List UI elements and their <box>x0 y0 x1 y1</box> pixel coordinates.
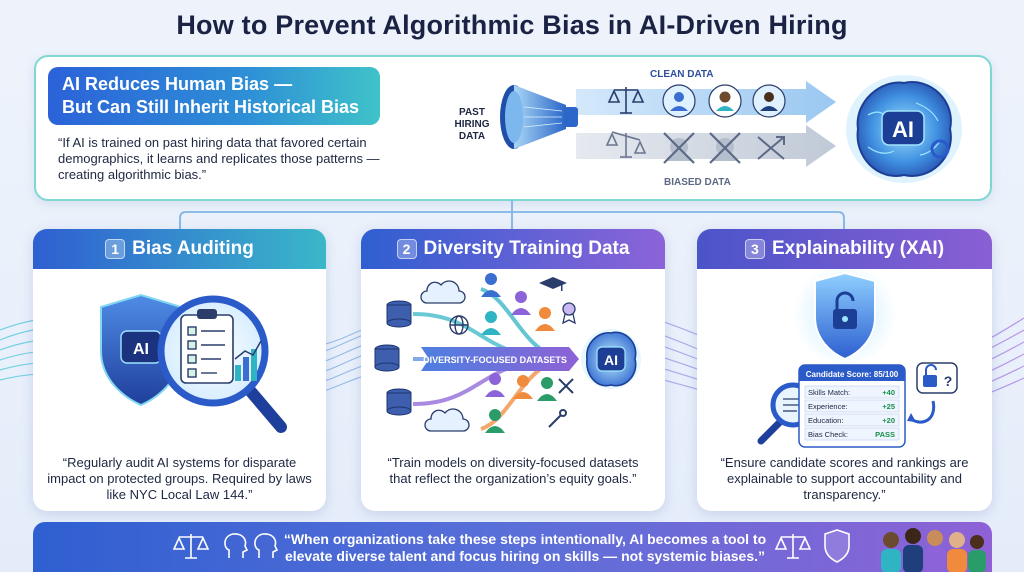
shield-ai-label: AI <box>133 341 149 358</box>
card-title: Bias Auditing <box>132 238 254 259</box>
ai-brain-icon: AI <box>846 75 962 183</box>
past-hiring-data-label: PAST HIRING DATA <box>454 107 490 142</box>
scales-icon <box>607 87 645 114</box>
scorecard-header: Candidate Score: 85/100 <box>806 370 899 379</box>
shuffle-arrows-icon <box>757 136 785 160</box>
card-explainability: 3 Explainability (XAI) <box>697 229 992 511</box>
summary-quote: “When organizations take these steps int… <box>283 531 767 564</box>
audit-illustration: AI <box>100 293 287 433</box>
brain-ai-label: AI <box>604 352 618 368</box>
diverse-group-illustration <box>881 528 986 572</box>
step-number: 2 <box>396 239 417 259</box>
explainer-heading-line1: AI Reduces Human Bias — <box>62 74 293 94</box>
data-flow-illustration: AI <box>500 75 962 183</box>
award-icon <box>562 302 576 325</box>
scorecard-row-label: Bias Check: <box>808 430 848 439</box>
bar-chart-icon <box>234 340 262 381</box>
scorecard-row-label: Education: <box>808 416 843 425</box>
tools-icon <box>548 378 574 428</box>
scorecard-row-value: PASS <box>875 430 895 439</box>
card-title: Explainability (XAI) <box>771 238 945 259</box>
globe-icon <box>449 315 469 335</box>
database-icon <box>374 300 412 416</box>
explainer-heading-line2: But Can Still Inherit Historical Bias <box>62 97 360 117</box>
head-profiles-icon <box>224 533 279 558</box>
card-quote: “Train models on diversity-focused datas… <box>387 455 639 486</box>
graduation-cap-icon <box>539 277 567 291</box>
explainability-illustration: Candidate Score: 85/100 Skills Match: +4… <box>757 269 958 448</box>
bias-explainer-panel: AI Reduces Human Bias — But Can Still In… <box>34 55 992 201</box>
tree-connector <box>179 200 845 230</box>
card-quote: “Regularly audit AI systems for disparat… <box>47 455 312 502</box>
explainer-heading: AI Reduces Human Bias — But Can Still In… <box>48 67 380 125</box>
scales-icon <box>774 534 812 559</box>
card-header: 2 Diversity Training Data <box>361 229 665 269</box>
scorecard-row-value: +20 <box>882 416 895 425</box>
unlocked-shield-icon <box>814 271 876 361</box>
cloud-icon <box>420 280 470 432</box>
biased-data-label: BIASED DATA <box>664 177 731 188</box>
shield-icon <box>824 529 850 563</box>
clean-person-icon-3 <box>752 84 786 118</box>
funnel-icon <box>500 85 578 149</box>
scorecard-row-value: +40 <box>882 388 895 397</box>
scales-icon <box>172 534 210 559</box>
clean-person-icon-2 <box>708 84 742 118</box>
excluded-person-icon-2 <box>709 132 741 164</box>
datasets-ribbon <box>421 347 579 371</box>
diversity-data-illustration: DIVERSITY-FOCUSED DATASETS AI <box>374 273 641 433</box>
step-number: 1 <box>105 239 126 259</box>
card-bias-auditing: 1 Bias Auditing AI <box>33 229 326 511</box>
ai-brain-icon: AI <box>581 329 641 389</box>
explainer-quote: “If AI is trained on past hiring data th… <box>58 135 380 182</box>
page-title: How to Prevent Algorithmic Bias in AI-Dr… <box>176 10 848 40</box>
clean-data-label: CLEAN DATA <box>650 69 714 80</box>
diverse-people-icons <box>481 273 557 433</box>
excluded-person-icon-1 <box>663 132 695 164</box>
card-title: Diversity Training Data <box>423 238 630 259</box>
svg-text:?: ? <box>944 373 953 389</box>
scorecard-row-label: Skills Match: <box>808 388 850 397</box>
clipboard-icon <box>180 309 234 384</box>
tilted-scales-icon <box>605 131 647 158</box>
card-diversity-training-data: 2 Diversity Training Data <box>361 229 665 511</box>
scorecard-row-label: Experience: <box>808 402 848 411</box>
step-number: 3 <box>744 239 765 259</box>
return-arrow-icon <box>910 400 936 424</box>
card-header: 3 Explainability (XAI) <box>697 229 992 269</box>
clean-person-icon-1 <box>662 84 696 118</box>
brain-ai-label: AI <box>892 117 914 142</box>
scorecard-row-value: +25 <box>882 402 895 411</box>
unlock-question-icon: ? <box>916 362 958 394</box>
summary-banner: “When organizations take these steps int… <box>33 522 992 572</box>
datasets-ribbon-label: DIVERSITY-FOCUSED DATASETS <box>423 355 567 365</box>
banner-icons <box>172 528 986 572</box>
magnifier-icon <box>157 295 287 433</box>
biased-data-arrow <box>576 125 836 167</box>
card-quote: “Ensure candidate scores and rankings ar… <box>720 455 969 502</box>
card-header: 1 Bias Auditing <box>33 229 326 269</box>
candidate-scorecard: Candidate Score: 85/100 Skills Match: +4… <box>798 364 906 448</box>
